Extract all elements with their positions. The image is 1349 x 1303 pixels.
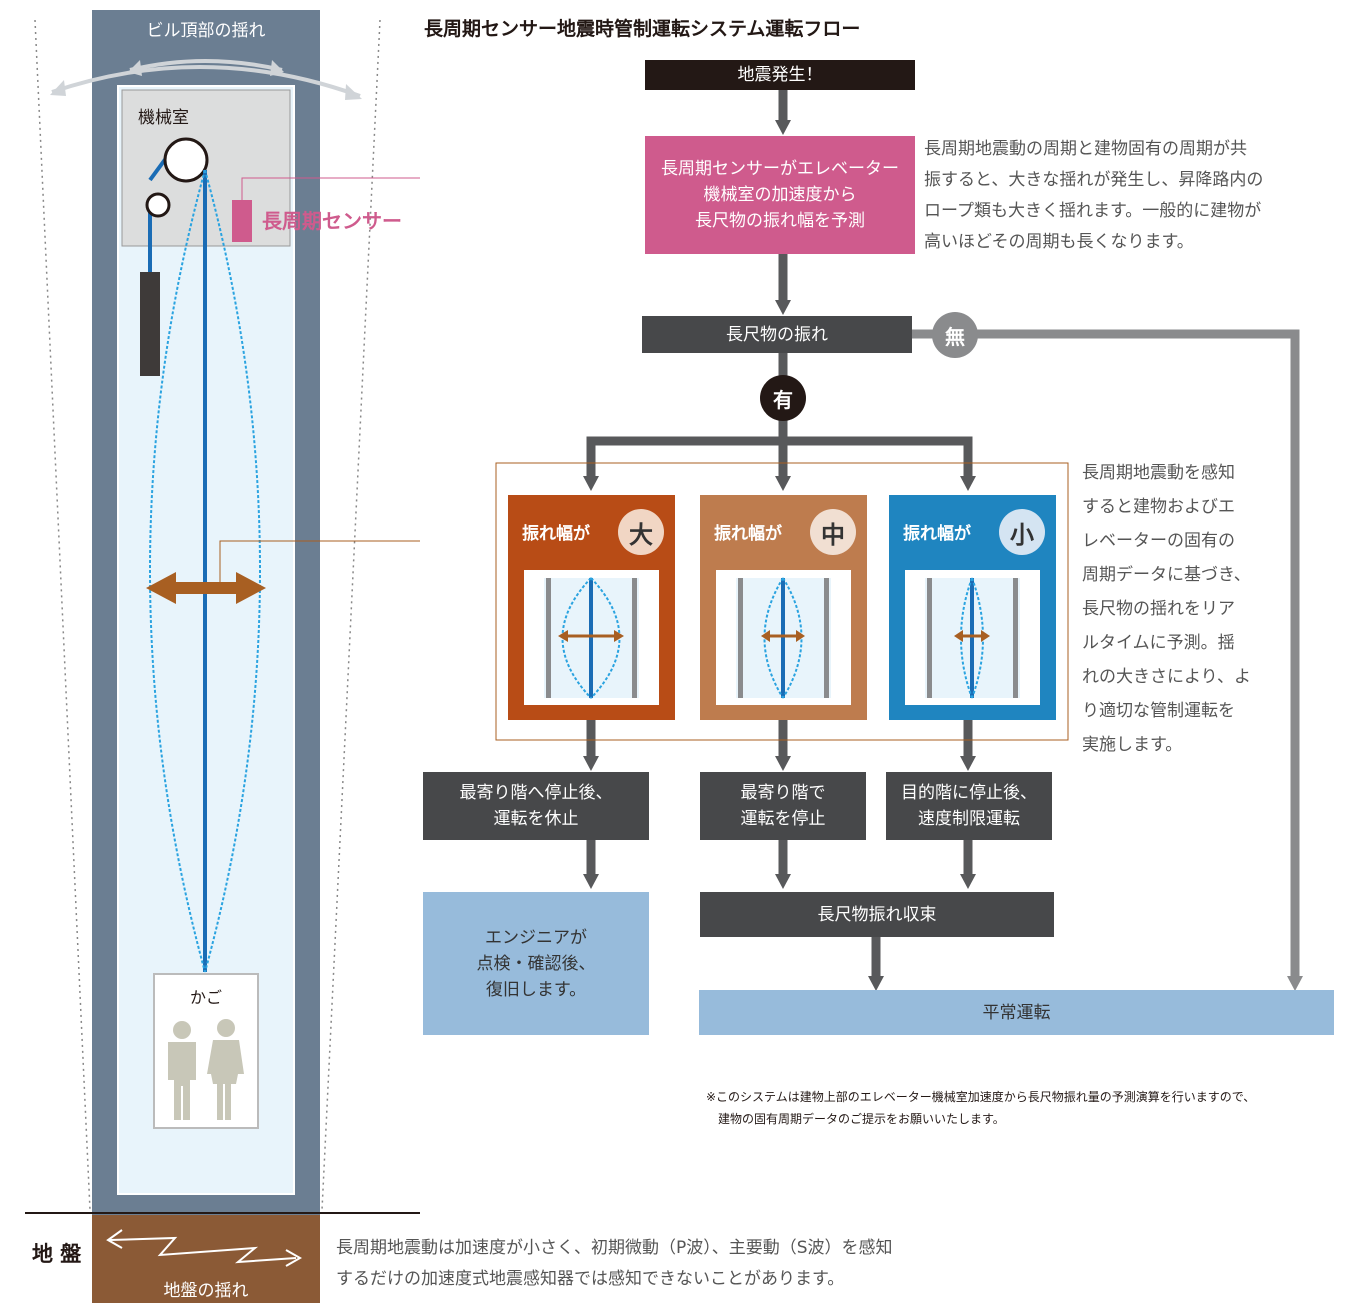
building-illustration: ビル頂部の揺れ 機械室 長周期センサー かご 地 盤 地盤の揺れ: [0, 0, 420, 1303]
footnote: ※このシステムは建物上部のエレベーター機械室加速度から長尺物振れ量の予測演算を行…: [706, 1090, 1256, 1126]
predict-note: 長周期地震動の周期と建物固有の周期が共 振すると、大きな揺れが発生し、昇降路内の…: [924, 139, 1264, 252]
rope-large-svg: [544, 577, 639, 699]
amplitude-medium-card: 振れ幅が 中: [700, 495, 867, 720]
amplitude-large-card: 振れ幅が 大: [508, 495, 675, 720]
sensor-label: 長周期センサー: [262, 209, 402, 233]
amplitude-small-illustration: [905, 570, 1040, 705]
engineer-box: エンジニアが 点検・確認後、 復旧します。: [423, 892, 649, 1035]
amplitude-large-illustration: [524, 570, 659, 705]
action-small-box: 目的階に停止後、 速度制限運転: [886, 772, 1052, 840]
yes-badge: 有: [760, 375, 806, 421]
ground-label: 地 盤: [32, 1242, 82, 1266]
ground-sway-label: 地盤の揺れ: [163, 1281, 249, 1301]
amplitude-small-card: 振れ幅が 小: [889, 495, 1056, 720]
sway-box: 長尺物の振れ: [642, 316, 912, 353]
amplitude-medium-prefix: 振れ幅が: [714, 524, 782, 544]
car-label: かご: [189, 988, 222, 1007]
amplitude-large-badge: 大: [618, 509, 664, 555]
amplitude-large-prefix: 振れ幅が: [522, 524, 590, 544]
amplitude-medium-badge: 中: [810, 509, 856, 555]
action-large-box: 最寄り階へ停止後、 運転を休止: [423, 772, 649, 840]
no-badge: 無: [932, 312, 978, 358]
quake-box: 地震発生！: [645, 60, 915, 90]
normal-operation-box: 平常運転: [699, 990, 1334, 1035]
bottom-note: 長周期地震動は加速度が小さく、初期微動（P波）、主要動（S波）を感知 するだけの…: [336, 1238, 893, 1289]
diagram-title: 長周期センサー地震時管制運転システム運転フロー: [424, 18, 861, 40]
amplitude-note: 長周期地震動を感知 すると建物およびエ レベーターの固有の 周期データに基づき、…: [1082, 463, 1251, 755]
predict-box: 長周期センサーがエレベーター 機械室の加速度から 長尺物の振れ幅を予測: [645, 136, 915, 254]
converge-box: 長尺物振れ収束: [700, 892, 1054, 937]
amplitude-small-badge: 小: [999, 509, 1045, 555]
amplitude-small-prefix: 振れ幅が: [903, 524, 971, 544]
building-svg: [25, 10, 420, 1303]
top-sway-label: ビル頂部の揺れ: [146, 21, 266, 41]
rope-small-svg: [925, 577, 1020, 699]
rope-medium-svg: [736, 577, 831, 699]
action-medium-box: 最寄り階で 運転を停止: [700, 772, 866, 840]
machine-room-label: 機械室: [138, 108, 189, 128]
amplitude-medium-illustration: [716, 570, 851, 705]
